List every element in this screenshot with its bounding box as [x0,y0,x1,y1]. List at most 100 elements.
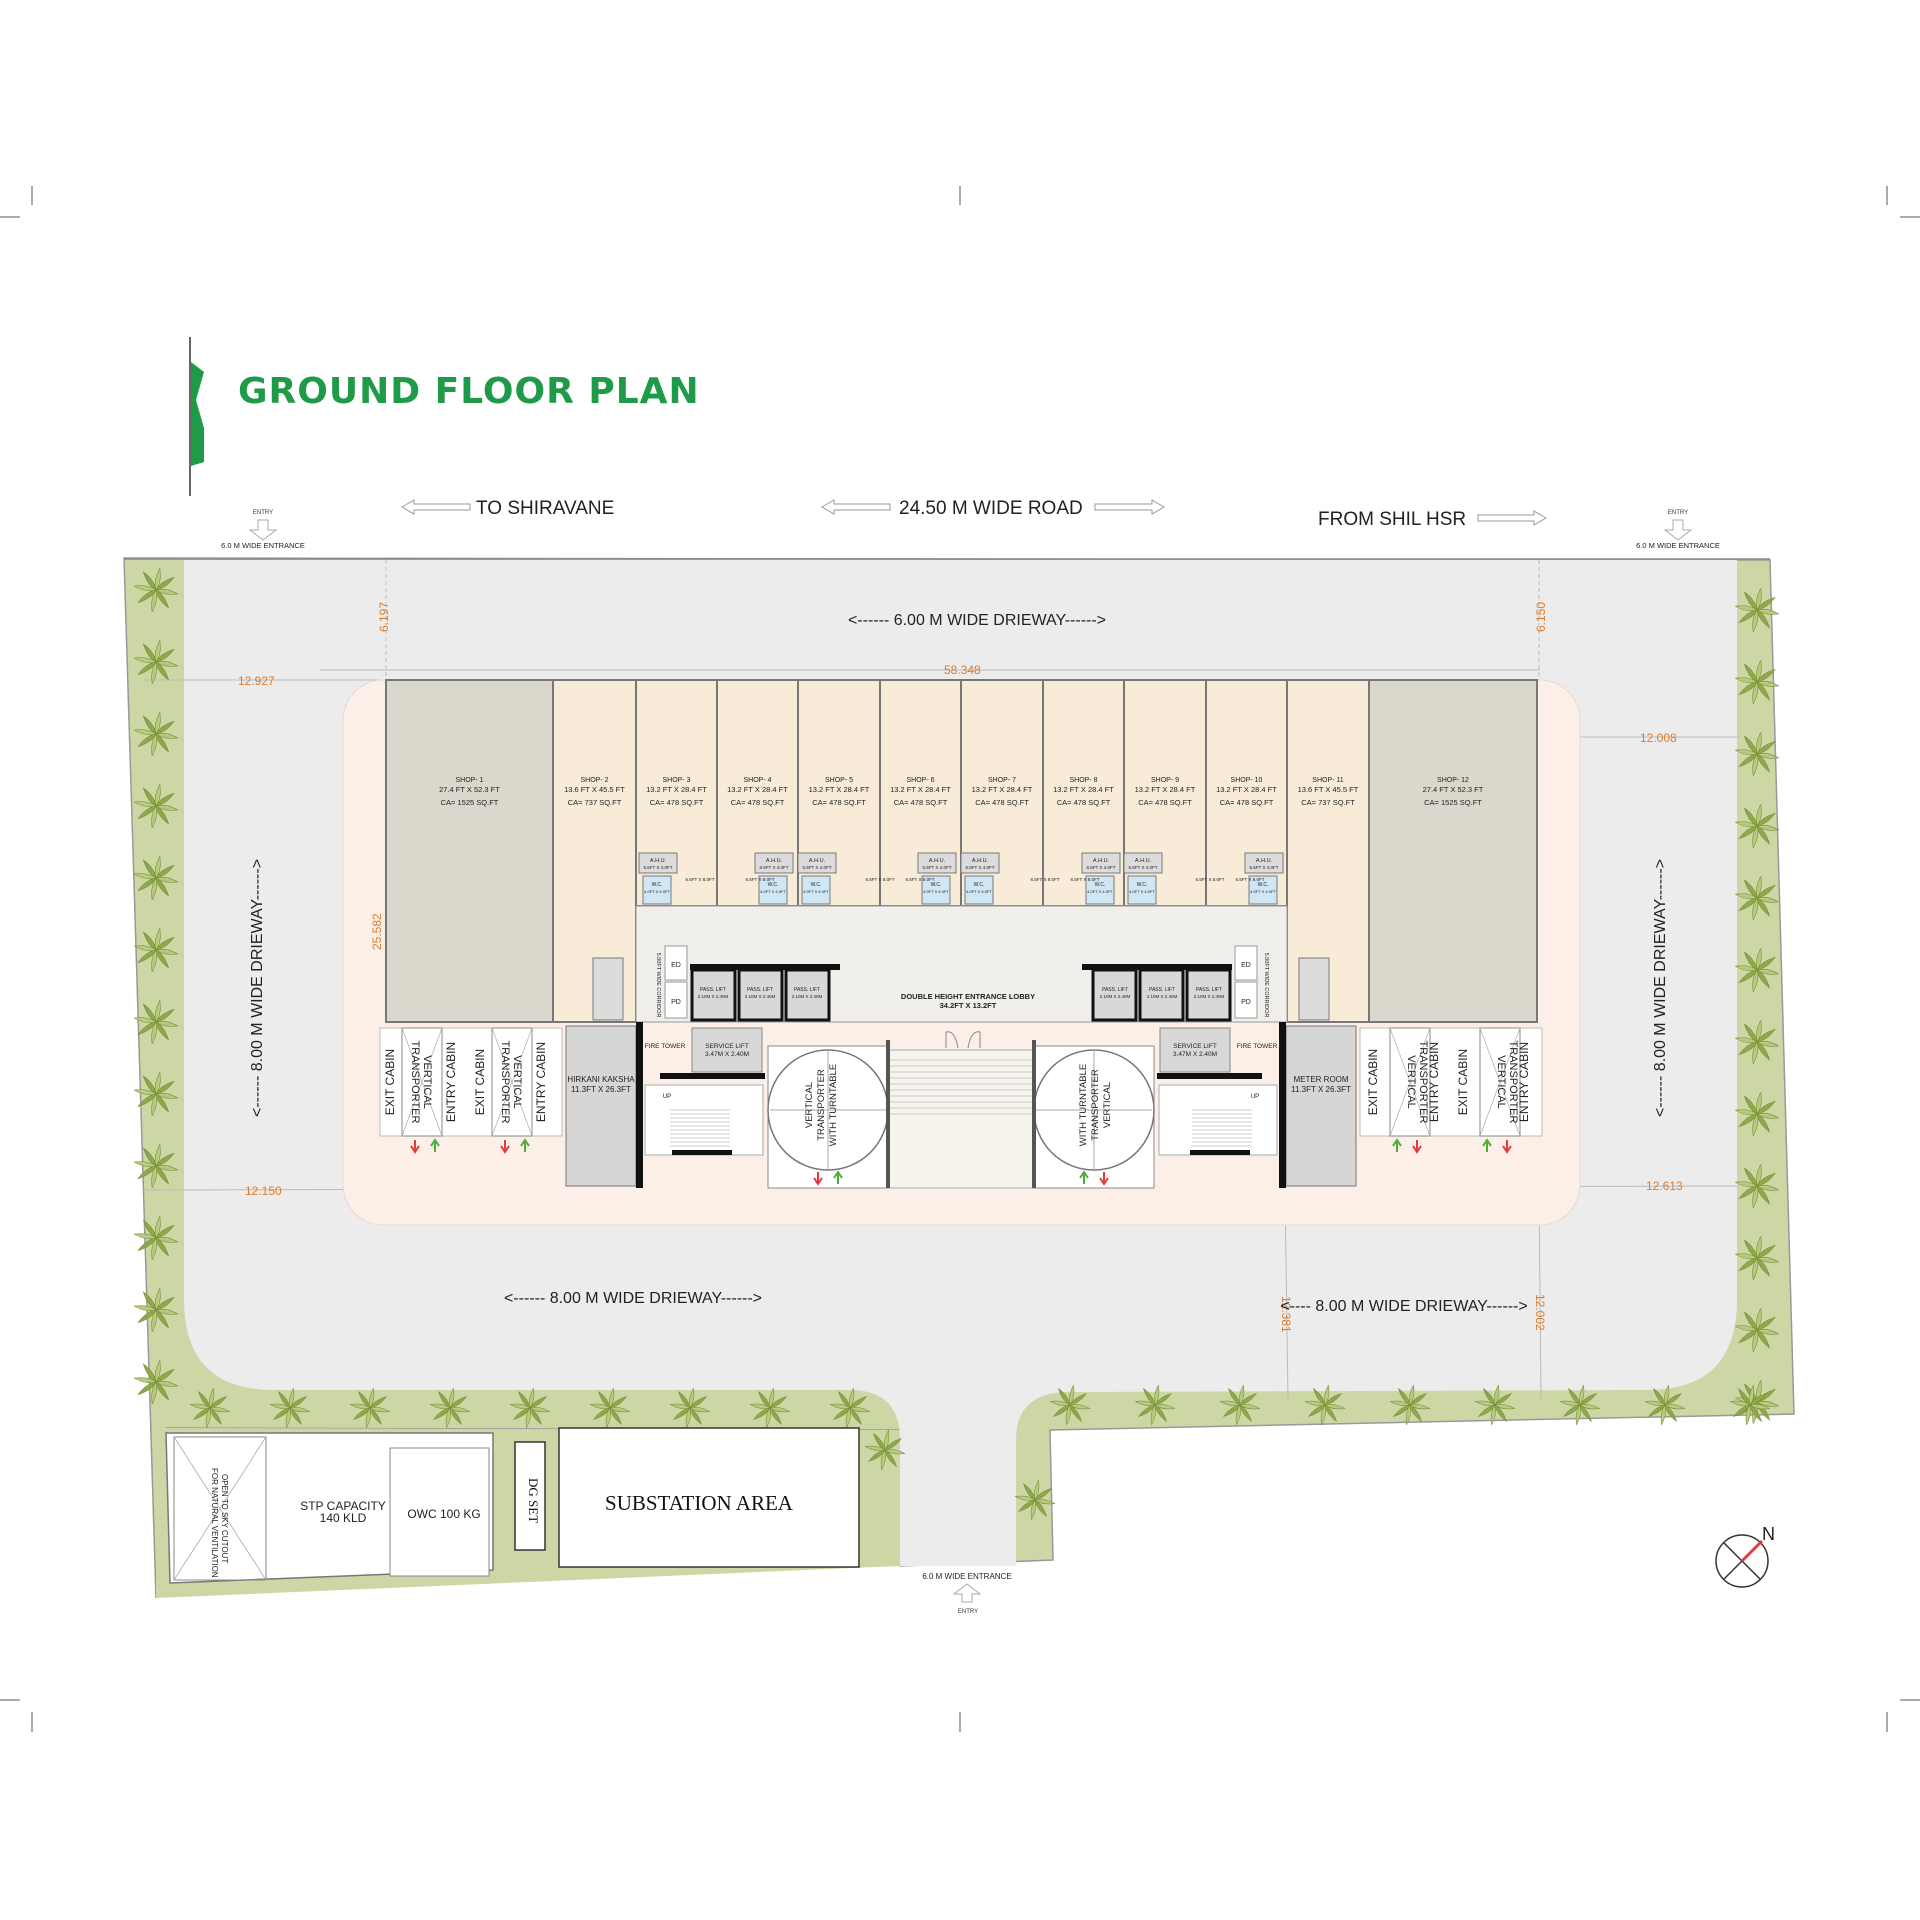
leaf [1752,609,1759,633]
transporter-cross-icon [401,1027,443,1137]
exit-arrow-icon [1502,1140,1512,1154]
leaf [1749,1404,1762,1423]
leaf [209,1387,215,1409]
shop-size: 13.2 FT X 28.4 FT [890,785,951,794]
leaf [1743,807,1758,827]
leaf [155,588,179,595]
leaf [1756,968,1780,975]
leaf [155,936,175,951]
leaf [1734,1325,1758,1332]
hirkani-kaksha [565,1025,637,1187]
entry-arrow-icon [1482,1138,1492,1152]
leaf [769,1396,788,1409]
leaf [609,1407,622,1426]
leaf [1409,1404,1422,1423]
leaf [1756,1100,1776,1115]
wc-size: 4.0FT X 4.0FT [966,889,992,894]
pd-label: PD [1241,999,1251,1006]
leaf [155,1380,179,1387]
leaf [880,1449,886,1471]
ahu-label: A.H.U. [1135,858,1152,864]
leaf [1494,1404,1516,1410]
leaf [155,1021,170,1041]
leaf [1653,1387,1666,1406]
dim-label: 25.582 [370,913,384,950]
leaf [1644,1400,1666,1406]
tree-icon [1734,875,1780,921]
wc-size: 4.0FT X 4.0FT [644,889,670,894]
service-lift-size: 3.47M X 2.40M [1173,1051,1217,1058]
entry-left: ENTRY 6.0 M WIDE ENTRANCE [221,510,305,550]
leaf [1756,1041,1771,1061]
tree-icon [133,855,179,901]
leaf [749,1403,771,1409]
tree-icon [589,1387,631,1429]
ahu-room [1244,852,1284,874]
leaf [1756,596,1776,611]
ahu-label: A.H.U. [929,858,946,864]
entrance-width-label: 6.0 M WIDE ENTRANCE [221,541,305,550]
lift-label: PASS. LIFT [1149,987,1175,993]
leaf [1150,1404,1156,1426]
leaf [1494,1404,1507,1423]
leaf [137,877,157,892]
tree-icon [133,1143,179,1189]
driveway-bottom-right-label: <---- 8.00 M WIDE DRIEWAY------> [1280,1298,1527,1315]
leaf [155,1165,170,1185]
leaf [155,732,179,739]
arrow-left-icon [821,499,891,515]
leaf [155,877,170,897]
leaf [155,1308,179,1315]
tree-icon [349,1387,391,1429]
tree-icon [1734,659,1780,705]
leaf [1664,1393,1683,1406]
pd-duct [664,981,688,1019]
leaf [1738,825,1758,840]
leaf [1738,681,1758,696]
leaf [449,1407,471,1413]
leaf [155,1092,179,1099]
leaf [1756,1244,1776,1259]
tree-icon [1734,1091,1780,1137]
north-arrow-icon [1740,1539,1764,1563]
leaf [133,873,157,880]
leaf [155,864,175,879]
leaf [155,660,179,667]
ed-duct [664,945,688,981]
shop-size: 27.4 FT X 52.3 FT [1423,785,1484,794]
leaf [1743,1095,1758,1115]
vt-label: TRANSPORTER [1507,1041,1519,1124]
leaf [1734,965,1758,972]
leaf [155,1368,175,1383]
ahu-label: A.H.U. [766,858,783,864]
leaf [151,1093,158,1117]
entry-label: ENTRY [253,510,273,516]
vt-label: VERTICAL [1495,1055,1507,1109]
lobby-label: DOUBLE HEIGHT ENTRANCE LOBBY [901,992,1035,1001]
tree-icon [1734,731,1780,777]
wc-room [758,875,788,905]
leaf [155,805,170,825]
tree-icon [133,783,179,829]
leaf [1494,1384,1500,1406]
shop-carpet-area: CA= 1525 SQ.FT [441,798,499,807]
shop-size: 13.2 FT X 28.4 FT [809,785,870,794]
vt-label: TRANSPORTER [409,1041,421,1124]
leaf [509,1403,531,1409]
leaf [1756,753,1771,773]
leaf [151,949,158,973]
shop-carpet-area: CA= 737 SQ.FT [1301,798,1355,807]
leaf [1743,1239,1758,1259]
leaf [1664,1404,1677,1423]
service-lift-label: SERVICE LIFT [1173,1043,1217,1050]
vt-label: VERTICAL [1405,1055,1417,1109]
leaf [1756,1040,1780,1047]
north-label: N [1762,1524,1775,1544]
lift-size: 2.10M X 2.40M [1100,994,1131,999]
